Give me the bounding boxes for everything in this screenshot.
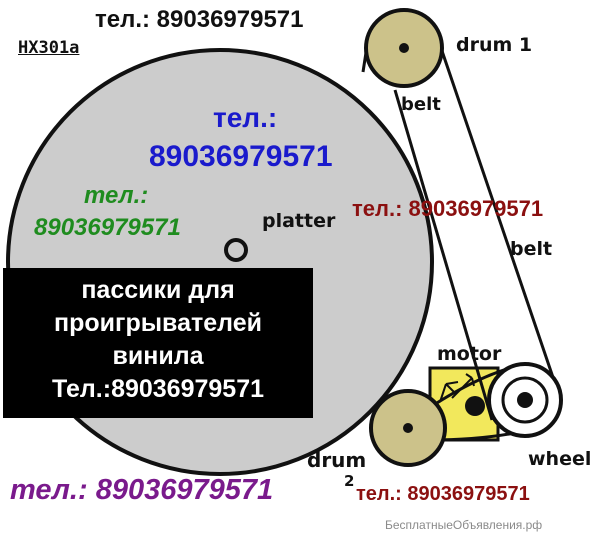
- motor-wheel-inner: [501, 376, 549, 424]
- motor-label: motor: [437, 343, 502, 365]
- belt-label-right: belt: [510, 238, 553, 260]
- ad-line-3: винила: [112, 342, 204, 370]
- platter-label: platter: [262, 210, 336, 232]
- ad-box: пассики для проигрывателей винила Тел.:8…: [3, 268, 313, 418]
- model-label: HX301a: [18, 38, 80, 58]
- phone-red-right: тел.: 89036979571: [352, 196, 544, 221]
- phone-blue-line1: тел.:: [213, 102, 278, 133]
- drum-2-label: drum: [307, 448, 367, 472]
- belt-label-top: belt: [401, 94, 441, 115]
- phone-top: тел.: 89036979571: [95, 6, 304, 33]
- drum-2-index: 2: [344, 472, 355, 490]
- ad-line-2: проигрывателей: [54, 309, 262, 337]
- phone-purple-bottom: тел.: 89036979571: [10, 474, 274, 506]
- phone-blue-line2: 89036979571: [149, 140, 333, 173]
- phone-red-bottom: тел.: 89036979571: [356, 483, 530, 505]
- platter-spindle: [224, 238, 248, 262]
- motor-pulley: [465, 396, 485, 416]
- drum-1-label: drum 1: [456, 34, 533, 56]
- motor-wheel-hub: [517, 392, 533, 408]
- ad-line-4: Тел.:89036979571: [51, 375, 265, 403]
- watermark: БесплатныеОбъявления.рф: [385, 518, 543, 532]
- drum-2-center: [403, 423, 413, 433]
- phone-green-line2: 89036979571: [34, 214, 181, 241]
- ad-line-1: пассики для: [81, 276, 235, 304]
- phone-green-line1: тел.:: [84, 182, 149, 209]
- wheel-label: wheel: [528, 448, 592, 470]
- drum-1-center: [399, 43, 409, 53]
